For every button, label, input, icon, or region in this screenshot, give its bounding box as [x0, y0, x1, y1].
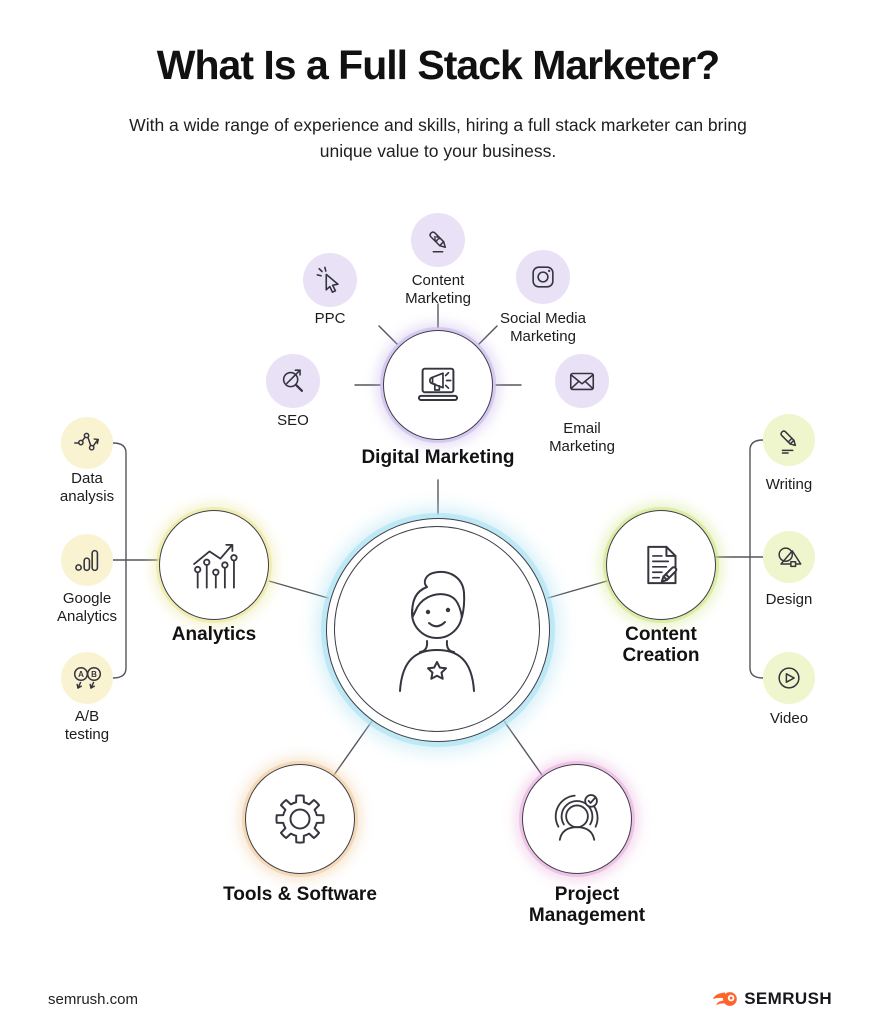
label-content-creation: Content Creation [622, 624, 700, 667]
footer-website: semrush.com [48, 991, 139, 1008]
gear-icon [275, 794, 325, 844]
center-inner-ring [334, 526, 540, 732]
chip-seo [266, 354, 320, 408]
pencil-star-icon [429, 231, 447, 253]
document-pencil-icon [647, 545, 678, 585]
chip-ab-testing: A B [61, 652, 113, 704]
node-project-management [522, 764, 632, 874]
page-title: What Is a Full Stack Marketer? [156, 42, 720, 88]
cursor-click-icon [316, 266, 339, 293]
chip-design [763, 531, 815, 583]
lollipop-chart-icon [193, 543, 238, 589]
label-social-media: Social Media Marketing [500, 310, 586, 345]
envelope-icon [569, 372, 595, 391]
google-analytics-icon [75, 549, 99, 572]
chip-email-marketing [555, 354, 609, 408]
node-analytics [159, 510, 269, 620]
label-design: Design [765, 591, 813, 608]
chip-ppc [303, 253, 357, 307]
node-digital-marketing [383, 330, 493, 440]
semrush-logo: SEMRUSH [712, 987, 832, 1011]
label-writing: Writing [765, 476, 813, 493]
zigzag-points-arrow-icon [74, 432, 99, 451]
label-tools-software: Tools & Software [223, 884, 377, 905]
chip-writing [763, 414, 815, 466]
label-analytics: Analytics [171, 624, 257, 645]
label-ppc: PPC [314, 310, 346, 327]
ab-letter-b: B [91, 670, 97, 679]
play-circle-icon [778, 667, 800, 689]
pencil-underline-icon [780, 430, 797, 454]
magnifier-arrow-icon [282, 369, 304, 392]
label-content-marketing: Content Marketing [405, 272, 471, 307]
label-ab-testing: A/B testing [64, 708, 110, 743]
chip-google-analytics [61, 534, 113, 586]
center-marketer-circle [326, 518, 550, 742]
laptop-megaphone-icon [417, 367, 459, 401]
label-seo: SEO [277, 412, 309, 429]
ab-letter-a: A [78, 670, 84, 679]
label-project-management: Project Management [528, 884, 646, 927]
chip-social-media [516, 250, 570, 304]
node-content-creation [606, 510, 716, 620]
page-subtitle: With a wide range of experience and skil… [129, 115, 747, 162]
semrush-flame-icon [713, 992, 737, 1006]
chip-data-analysis [61, 417, 113, 469]
marketer-avatar-icon [399, 570, 475, 692]
label-email-marketing: Email Marketing [549, 420, 615, 455]
chip-content-marketing [411, 213, 465, 267]
ab-circles-icon: A B [73, 666, 102, 689]
circle-triangle-square-icon [778, 547, 802, 568]
label-data-analysis: Data analysis [59, 470, 115, 505]
label-digital-marketing: Digital Marketing [361, 447, 515, 468]
node-tools-software [245, 764, 355, 874]
label-video: Video [769, 710, 809, 727]
person-target-check-icon [554, 794, 599, 841]
instagram-icon [532, 266, 554, 288]
chip-video [763, 652, 815, 704]
semrush-brand-text: SEMRUSH [744, 989, 832, 1008]
label-google-analytics: Google Analytics [56, 590, 118, 625]
